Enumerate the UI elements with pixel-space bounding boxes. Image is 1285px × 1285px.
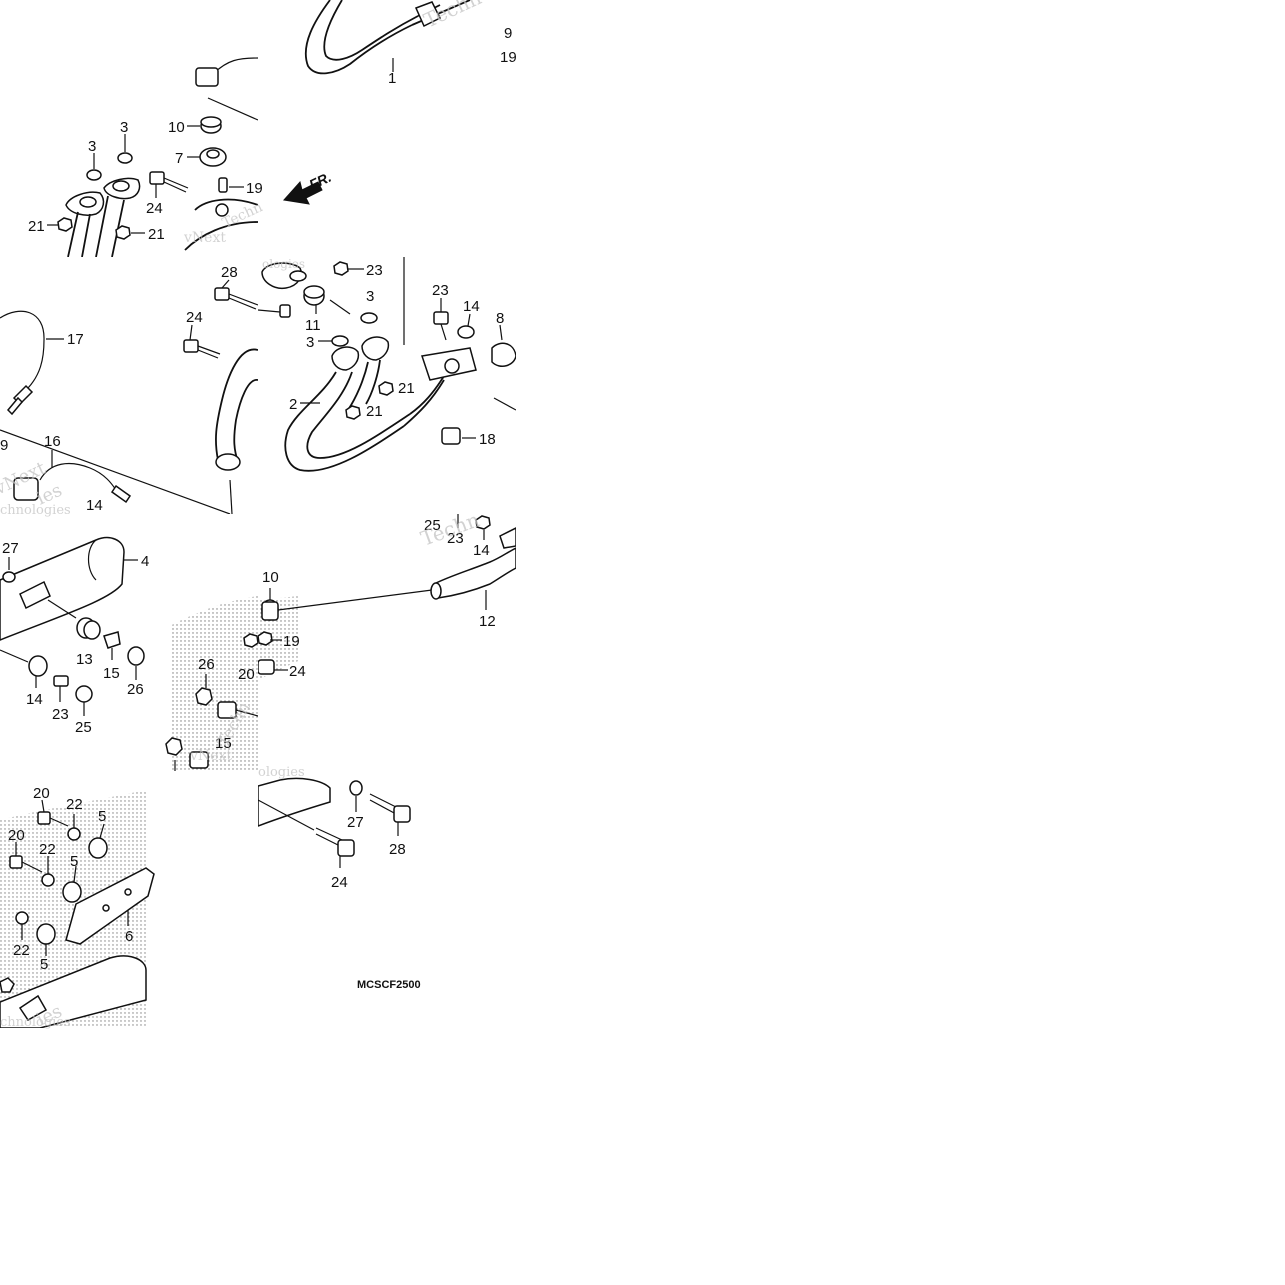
watermark: chnologies [0,1015,71,1030]
callout-15: 15 [215,735,232,752]
callout-22: 22 [66,796,83,813]
callout-9: 9 [504,25,512,42]
callout-21: 21 [366,403,383,420]
watermark: vNext [183,230,226,246]
callout-23: 23 [366,262,383,279]
callout-23: 23 [52,706,69,723]
callout-24: 24 [331,874,348,891]
callout-3: 3 [120,119,128,136]
callout-23: 23 [447,530,464,547]
watermark: ologies [262,257,305,271]
callout-21: 21 [148,226,165,243]
callout-15: 15 [103,665,120,682]
callout-3: 3 [88,138,96,155]
front-arrow-icon [283,180,323,205]
callout-27: 27 [2,540,19,557]
diagram-code: MCSCF2500 [357,979,421,991]
sensor-connector [195,67,219,87]
tile-bottom-left [0,790,155,1028]
callout-5: 5 [98,808,106,825]
callout-14: 14 [86,497,103,514]
callout-4: 4 [141,553,149,570]
callout-10: 10 [262,569,279,586]
callout-22: 22 [13,942,30,959]
tile-bottom-middle [258,777,411,868]
callout-24: 24 [186,309,203,326]
callout-24: 24 [289,663,306,680]
callout-25: 25 [424,517,441,534]
callout-5: 5 [40,956,48,973]
callout-12: 12 [479,613,496,630]
callout-23: 23 [432,282,449,299]
callout-11: 11 [305,317,321,334]
callout-27: 27 [347,814,364,831]
callout-21: 21 [28,218,45,235]
callout-1: 1 [388,70,396,87]
callout-22: 22 [39,841,56,858]
callout-28: 28 [389,841,406,858]
tile-lower-middle [258,514,516,680]
callout-7: 7 [175,150,183,167]
callout-3: 3 [366,288,374,305]
tile-middle-left [0,279,258,514]
callout-19: 19 [500,49,517,66]
watermark: Techn [220,199,265,231]
watermark: ologies [258,765,305,780]
callout-25: 25 [75,719,92,736]
tile-top-middle [283,0,471,205]
callout-20: 20 [33,785,50,802]
callout-16: 16 [44,433,61,450]
callout-19: 19 [283,633,300,650]
callout-13: 13 [76,651,93,668]
callout-8: 8 [496,310,504,327]
front-indicator-label: FR. [307,169,334,193]
callout-3: 3 [306,334,314,351]
callout-10: 10 [168,119,185,136]
callout-14: 14 [473,542,490,559]
callout-24: 24 [146,200,163,217]
callout-17: 17 [67,331,84,348]
tile-top-left [47,57,258,257]
callout-26: 26 [198,656,215,673]
callout-6: 6 [125,928,133,945]
callout-21: 21 [398,380,415,397]
watermark: vNext [189,748,232,764]
callout-28: 28 [221,264,238,281]
watermark: chnologies [0,503,71,518]
callout-18: 18 [479,431,496,448]
callout-14: 14 [463,298,480,315]
tile-center [258,257,516,472]
callout-14: 14 [26,691,43,708]
callout-20: 20 [8,827,25,844]
callout-5: 5 [70,853,78,870]
callout-2: 2 [289,396,297,413]
callout-20: 20 [238,666,255,683]
callout-26: 26 [127,681,144,698]
callout-19: 19 [246,180,263,197]
tile-lower-left [0,536,258,771]
callout-9: 9 [0,437,8,454]
